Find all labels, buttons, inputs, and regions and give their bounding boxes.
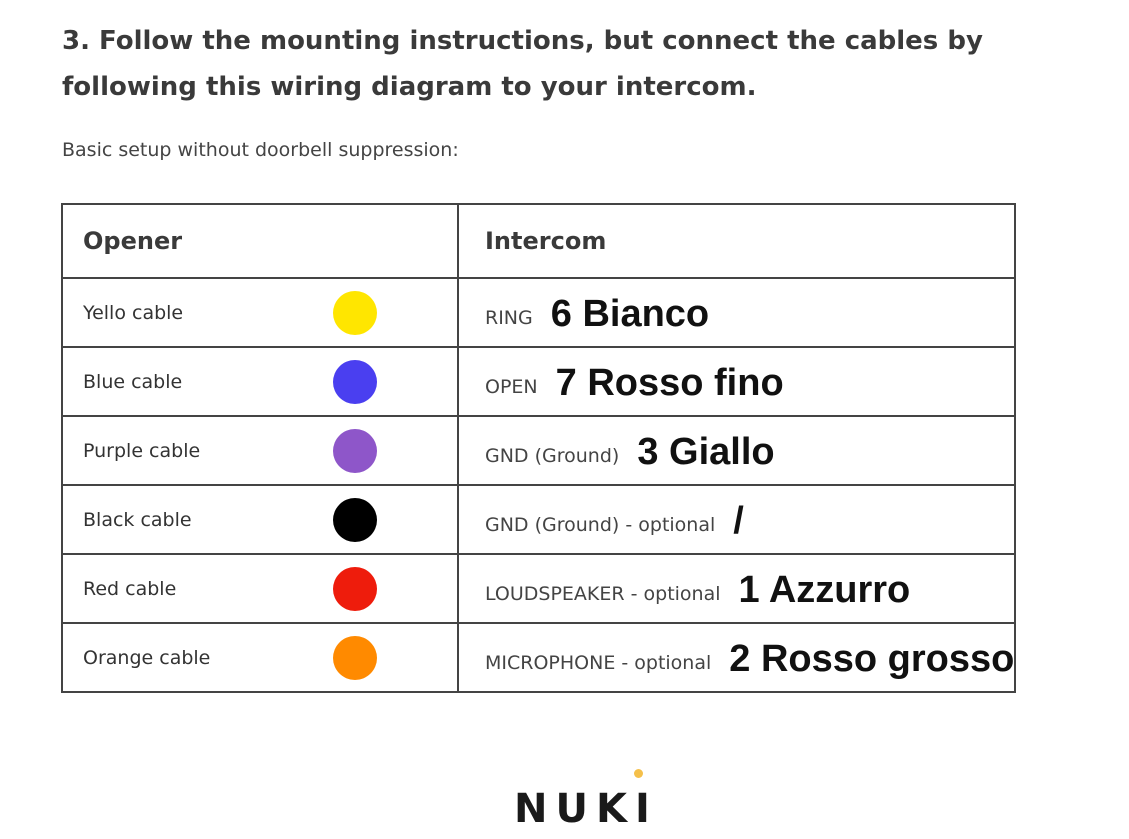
intercom-cell: LOUDSPEAKER - optional 1 Azzurro [456,553,1017,624]
intercom-header: Intercom [456,203,1017,279]
cable-label: Orange cable [83,646,211,669]
cable-color-dot [333,359,377,404]
cable-color-dot [333,428,377,473]
intercom-cell: MICROPHONE - optional 2 Rosso grosso [456,622,1017,693]
table-row: Blue cable OPEN 7 Rosso fino [61,346,1017,417]
intercom-terminal: LOUDSPEAKER - optional [485,583,721,605]
logo-dot-icon [634,769,643,778]
opener-cell: Orange cable [61,622,459,693]
cable-label: Blue cable [83,370,183,393]
table-row: Purple cable GND (Ground) 3 Giallo [61,415,1017,486]
intercom-terminal: GND (Ground) [485,445,620,467]
cable-label: Black cable [83,508,192,531]
handwritten-note: / [733,500,744,542]
handwritten-note: 1 Azzurro [738,569,911,611]
opener-cell: Red cable [61,553,459,624]
cable-color-dot [333,635,377,680]
table-row: Black cable GND (Ground) - optional / [61,484,1017,555]
cable-color-dot [333,566,377,611]
instruction-heading: 3. Follow the mounting instructions, but… [62,26,983,102]
opener-cell: Blue cable [61,346,459,417]
opener-cell: Yello cable [61,277,459,348]
wiring-table: Opener Intercom Yello cable RING 6 Bianco… [61,203,1017,693]
intercom-cell: GND (Ground) - optional / [456,484,1017,555]
handwritten-note: 3 Giallo [637,431,775,473]
intercom-terminal: MICROPHONE - optional [485,652,712,674]
intercom-terminal: OPEN [485,376,538,398]
cable-label: Yello cable [83,301,184,324]
nuki-logo: NUKI [514,786,658,832]
opener-cell: Purple cable [61,415,459,486]
intercom-cell: OPEN 7 Rosso fino [456,346,1017,417]
cable-label: Red cable [83,577,177,600]
opener-header: Opener [61,203,459,279]
table-row: Red cable LOUDSPEAKER - optional 1 Azzurr… [61,553,1017,624]
handwritten-note: 2 Rosso grosso [729,638,1015,680]
handwritten-note: 6 Bianco [550,293,710,335]
intercom-cell: GND (Ground) 3 Giallo [456,415,1017,486]
intercom-terminal: GND (Ground) - optional [485,514,716,536]
table-row: Yello cable RING 6 Bianco [61,277,1017,348]
intercom-terminal: RING [485,307,533,329]
opener-cell: Black cable [61,484,459,555]
handwritten-note: 7 Rosso fino [555,362,784,404]
cable-color-dot [333,497,377,542]
cable-label: Purple cable [83,439,201,462]
intercom-cell: RING 6 Bianco [456,277,1017,348]
table-row: Orange cable MICROPHONE - optional 2 Ross… [61,622,1017,693]
table-header-row: Opener Intercom [61,203,1017,279]
setup-subheading: Basic setup without doorbell suppression… [62,139,459,161]
cable-color-dot [333,290,377,335]
